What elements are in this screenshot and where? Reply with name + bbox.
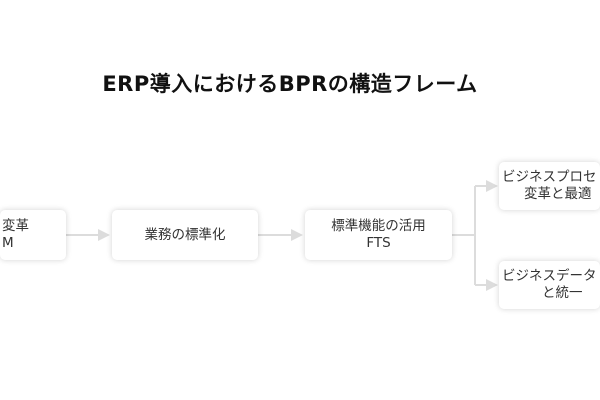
node-fts: 標準機能の活用 FTS — [305, 210, 452, 260]
arrowhead — [291, 229, 303, 241]
diagram-title: ERP導入におけるBPRの構造フレーム — [102, 72, 478, 96]
node-label: 業務の標準化 — [144, 226, 226, 243]
arrowhead — [486, 180, 498, 192]
node-label: 標準機能の活用 — [331, 218, 426, 234]
node-standardization: 業務の標準化 — [112, 210, 258, 260]
node-business-data: ビジネスデータ と統一 — [499, 261, 600, 309]
node-label: FTS — [366, 235, 391, 251]
node-label: 変革と最適 — [524, 186, 592, 202]
arrowhead — [486, 279, 498, 291]
node-label: M — [2, 235, 14, 251]
node-label: ビジネスデータ — [502, 268, 597, 284]
node-transformation: 変革 M — [0, 210, 66, 260]
edge-3-4-5 — [452, 185, 488, 286]
node-label: 変革 — [2, 218, 29, 234]
node-label: ビジネスプロセ — [502, 169, 597, 185]
arrowhead — [98, 229, 110, 241]
node-business-process: ビジネスプロセ 変革と最適 — [499, 162, 600, 210]
node-label: と統一 — [542, 285, 583, 301]
